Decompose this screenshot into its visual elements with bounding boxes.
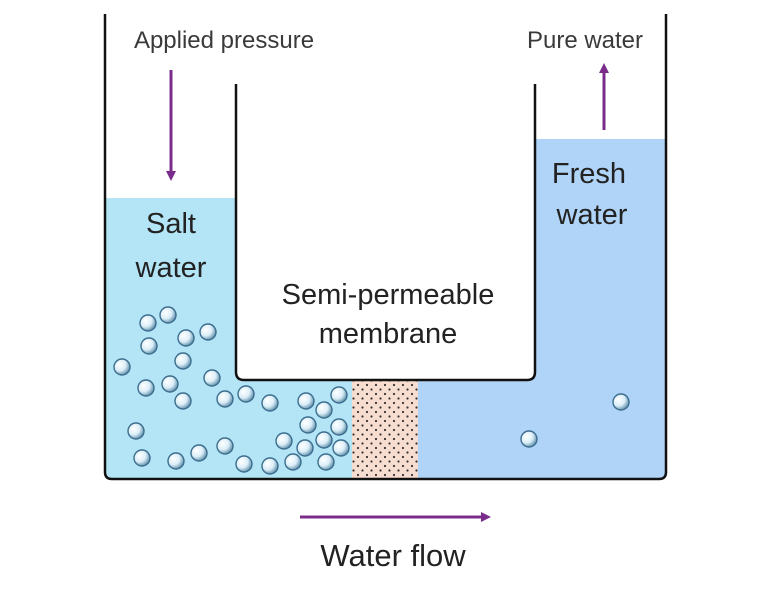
salt-particles — [113, 306, 350, 475]
fresh-water-region — [418, 139, 666, 479]
salt-particle-icon — [317, 453, 335, 471]
salt-particle-icon — [167, 452, 185, 470]
fresh-side-particles — [520, 393, 630, 448]
salt-particle-icon — [177, 329, 195, 347]
salt-particle-icon — [174, 392, 192, 410]
salt-particle-icon — [216, 437, 234, 455]
salt-water-label-line1: Salt — [146, 208, 196, 240]
fresh-water-label-line2: water — [556, 199, 628, 231]
salt-particle-icon — [127, 422, 145, 440]
salt-particle-icon — [315, 401, 333, 419]
salt-particle-icon — [330, 418, 348, 436]
salt-water-region — [105, 198, 352, 479]
salt-particle-icon — [139, 314, 157, 332]
salt-particle-icon — [237, 385, 255, 403]
salt-particle-icon — [140, 337, 158, 355]
salt-particle-icon — [612, 393, 630, 411]
fresh-water-label-line1: Fresh — [552, 158, 626, 190]
salt-particle-icon — [520, 430, 538, 448]
salt-particle-icon — [299, 416, 317, 434]
pure-water-label: Pure water — [527, 27, 643, 54]
salt-particle-icon — [315, 431, 333, 449]
salt-particle-icon — [332, 439, 350, 457]
salt-particle-icon — [261, 394, 279, 412]
salt-particle-icon — [190, 444, 208, 462]
water-flow-label: Water flow — [320, 538, 466, 573]
salt-water-label-line2: water — [135, 252, 207, 284]
salt-particle-icon — [296, 439, 314, 457]
salt-particle-icon — [235, 455, 253, 473]
salt-particle-icon — [275, 432, 293, 450]
salt-particle-icon — [284, 453, 302, 471]
salt-particle-icon — [203, 369, 221, 387]
applied-pressure-label: Applied pressure — [134, 27, 314, 54]
salt-particle-icon — [113, 358, 131, 376]
salt-particle-icon — [330, 386, 348, 404]
salt-particle-icon — [159, 306, 177, 324]
semi-permeable-membrane — [352, 380, 418, 479]
salt-particle-icon — [297, 392, 315, 410]
membrane-label-line2: membrane — [319, 318, 458, 350]
salt-particle-icon — [261, 457, 279, 475]
salt-particle-icon — [174, 352, 192, 370]
salt-particle-icon — [137, 379, 155, 397]
salt-particle-icon — [133, 449, 151, 467]
salt-particle-icon — [199, 323, 217, 341]
outer-container-wall — [103, 14, 668, 481]
salt-particle-icon — [161, 375, 179, 393]
inner-container-wall — [234, 84, 537, 382]
membrane-label-line1: Semi-permeable — [282, 279, 495, 311]
salt-particle-icon — [216, 390, 234, 408]
